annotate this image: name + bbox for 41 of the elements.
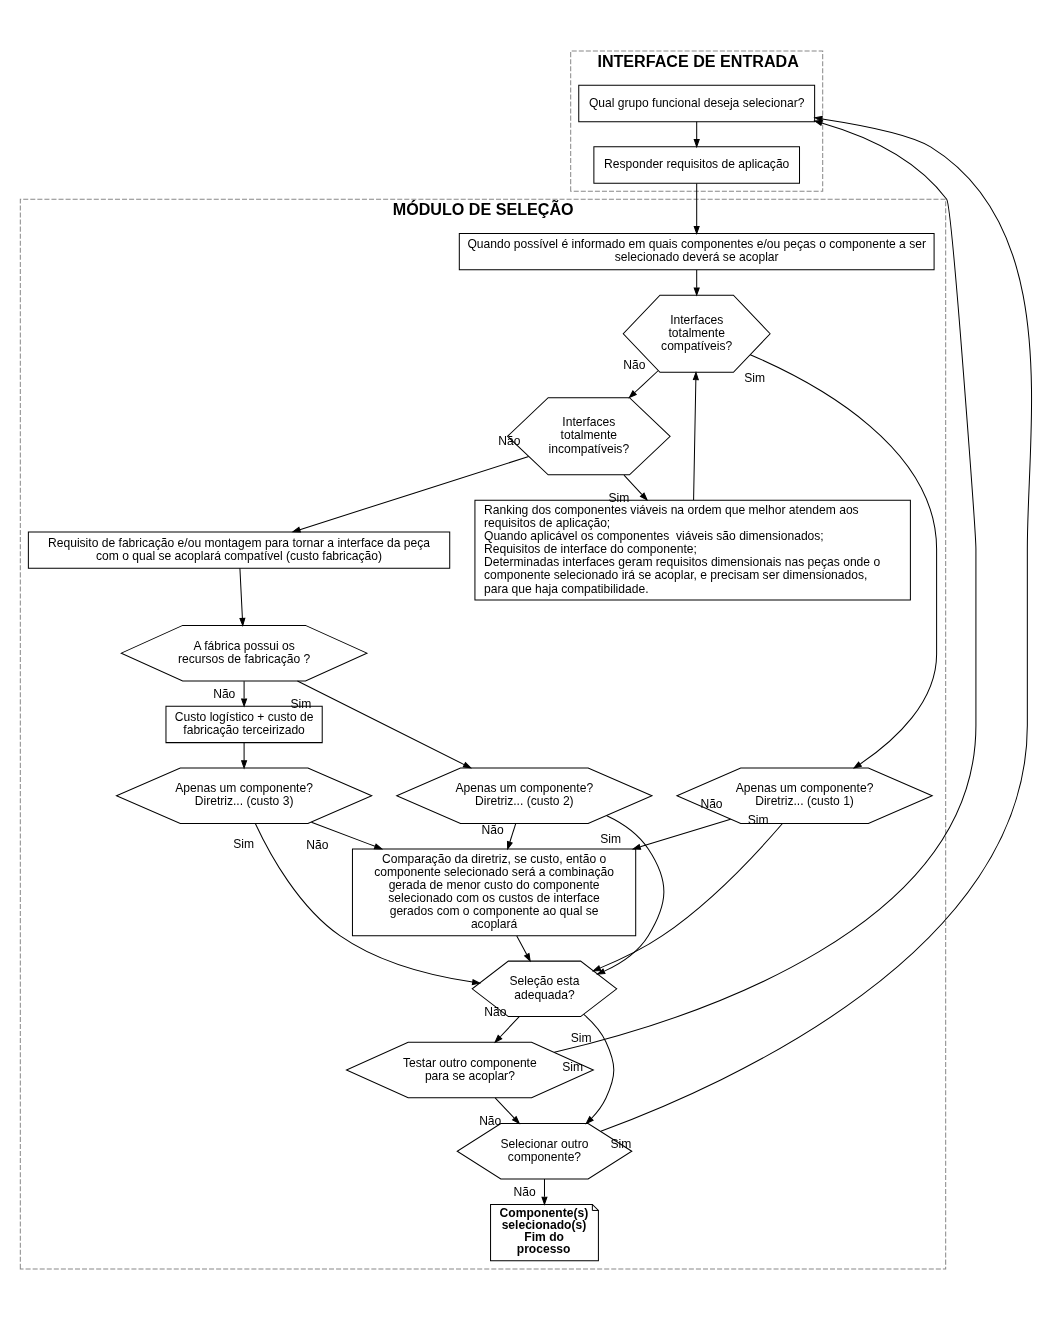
edge-label: Não (513, 1185, 536, 1200)
arrow (591, 823, 783, 972)
arrow (296, 680, 473, 769)
edge-label: Não (213, 687, 236, 702)
edge-label: Não (623, 357, 646, 372)
arrow (596, 815, 665, 975)
arrow (692, 371, 700, 501)
edge-label: Não (306, 837, 329, 852)
arrow (240, 742, 248, 770)
arrow (239, 567, 246, 627)
arrow (749, 354, 938, 769)
node-box: Qual grupo funcional deseja selecionar? (578, 84, 816, 123)
arrow (310, 821, 384, 850)
node-box: Responder requisitos de aplicação (593, 146, 800, 184)
arrow (494, 1097, 521, 1125)
arrow (291, 456, 530, 533)
arrow (506, 823, 517, 851)
arrow (693, 121, 700, 149)
arrow (254, 823, 482, 986)
node-box: Comparação da diretriz, se custo, então o componente selecionado será a combinação gerada de menor custo do componente selecionado com os custos de interface gerados com o componente ao qual se acoplará (351, 848, 637, 937)
edge-label: Não (484, 1005, 507, 1020)
edge-label: Sim (744, 370, 766, 385)
arrow (494, 1016, 520, 1044)
node-box: Quando possível é informado em quais componentes e/ou peças o componente a ser selecionado deverá se acoplar (458, 233, 935, 271)
edge-label: Sim (600, 831, 621, 846)
arrow (623, 474, 649, 502)
arrow (628, 370, 659, 399)
edge-label: Sim (562, 1060, 584, 1075)
arrow (541, 1178, 548, 1206)
arrow (553, 119, 977, 1053)
arrow (631, 818, 732, 850)
arrow (583, 1013, 615, 1125)
edge-label: Sim (233, 836, 254, 851)
arrow (693, 183, 700, 235)
arrow (693, 269, 700, 297)
node-box: Requisito de fabricação e/ou montagem para tornar a interface da peça com o qual se acoplará compatível (custo fabricação) (27, 531, 451, 569)
arrow (240, 680, 248, 708)
arrow (600, 115, 1033, 1132)
edge-label: Não (481, 822, 504, 837)
arrow (516, 935, 531, 963)
edge-label: Não (700, 796, 723, 811)
